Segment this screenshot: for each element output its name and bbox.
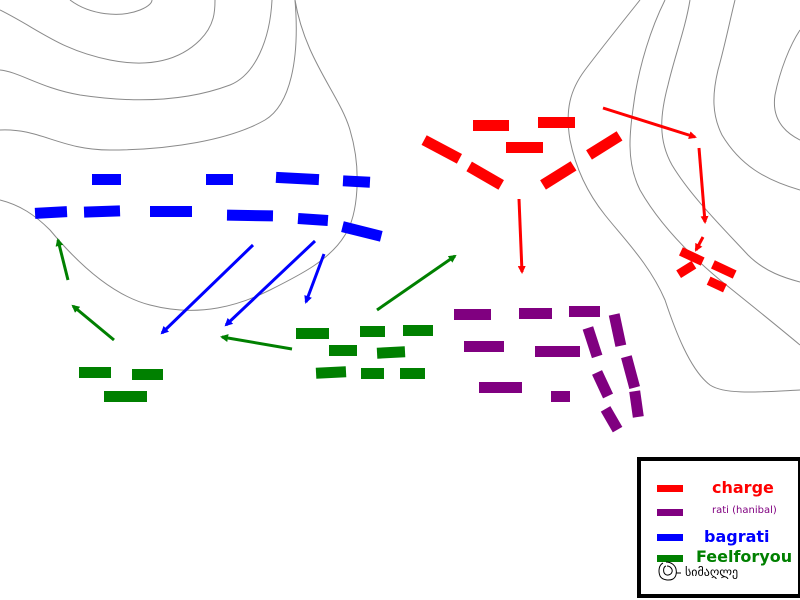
rati-unit bbox=[551, 391, 570, 402]
rati-unit bbox=[464, 341, 504, 352]
charge-unit bbox=[706, 276, 727, 293]
legend-swatch-charge bbox=[657, 485, 683, 492]
feelforyou-unit bbox=[329, 345, 357, 356]
charge-unit bbox=[711, 260, 737, 279]
rati-unit bbox=[621, 355, 640, 390]
rati-unit bbox=[519, 308, 552, 319]
charge-unit bbox=[421, 135, 463, 164]
charge-arrow bbox=[697, 147, 709, 224]
charge-unit bbox=[506, 142, 543, 153]
contour-line-icon bbox=[658, 561, 681, 581]
bagrati-unit bbox=[34, 206, 68, 219]
charge-arrow bbox=[694, 236, 705, 252]
contour-line bbox=[69, 0, 153, 15]
legend-row-charge: charge bbox=[641, 475, 798, 499]
charge-unit bbox=[473, 120, 509, 131]
feelforyou-arrows bbox=[55, 238, 457, 351]
feelforyou-unit bbox=[296, 328, 329, 339]
contour-line bbox=[0, 0, 273, 101]
bagrati-unit bbox=[342, 175, 371, 188]
charge-arrow bbox=[517, 198, 526, 274]
feelforyou-unit bbox=[79, 367, 111, 378]
rati-unit bbox=[479, 382, 522, 393]
charge-unit bbox=[676, 260, 697, 279]
contour-line bbox=[0, 0, 358, 311]
bagrati-unit bbox=[83, 205, 121, 218]
contour-line bbox=[629, 0, 800, 346]
feelforyou-arrow bbox=[71, 304, 115, 342]
charge-unit bbox=[679, 247, 705, 266]
rati-unit bbox=[582, 326, 603, 359]
legend-label-contour: სიმაღლე bbox=[685, 565, 739, 579]
rati-units bbox=[454, 306, 644, 433]
feelforyou-arrow bbox=[220, 334, 293, 351]
legend-swatch-feelforyou bbox=[657, 555, 683, 562]
contour-line bbox=[773, 29, 800, 141]
charge-arrow bbox=[602, 106, 697, 140]
bagrati-unit bbox=[150, 206, 192, 217]
bagrati-unit bbox=[275, 171, 320, 186]
feelforyou-units bbox=[79, 325, 433, 402]
contour-line bbox=[713, 0, 800, 191]
feelforyou-arrow bbox=[376, 254, 457, 312]
rati-unit bbox=[569, 306, 600, 317]
feelforyou-unit bbox=[104, 391, 147, 402]
charge-unit bbox=[540, 161, 577, 190]
rati-unit bbox=[629, 390, 644, 418]
legend-swatch-bagrati bbox=[657, 534, 683, 541]
bagrati-arrow bbox=[224, 239, 317, 327]
feelforyou-unit bbox=[376, 346, 406, 359]
contour-line bbox=[0, 0, 297, 151]
charge-unit bbox=[586, 131, 623, 160]
charge-units bbox=[421, 117, 737, 293]
feelforyou-unit bbox=[403, 325, 433, 336]
legend: charge rati (hanibal) bagrati Feelforyou… bbox=[637, 457, 800, 598]
rati-unit bbox=[535, 346, 580, 357]
charge-unit bbox=[538, 117, 575, 128]
contour-line bbox=[567, 0, 800, 393]
bagrati-unit bbox=[297, 212, 329, 227]
rati-unit bbox=[600, 406, 623, 433]
charge-unit bbox=[466, 161, 504, 190]
feelforyou-arrow bbox=[55, 238, 70, 281]
legend-label-charge: charge bbox=[712, 478, 774, 497]
charge-arrows bbox=[517, 106, 709, 274]
legend-swatch-rati bbox=[657, 509, 683, 516]
bagrati-unit bbox=[341, 221, 383, 242]
bagrati-unit bbox=[92, 174, 121, 185]
bagrati-units bbox=[34, 171, 383, 242]
feelforyou-unit bbox=[315, 366, 347, 379]
bagrati-unit bbox=[206, 174, 233, 185]
feelforyou-unit bbox=[361, 368, 384, 379]
rati-unit bbox=[592, 370, 614, 399]
legend-label-feelforyou: Feelforyou bbox=[696, 547, 793, 566]
legend-label-bagrati: bagrati bbox=[704, 527, 770, 546]
feelforyou-unit bbox=[400, 368, 425, 379]
legend-row-rati: rati (hanibal) bbox=[641, 499, 798, 523]
bagrati-arrow bbox=[304, 253, 326, 304]
bagrati-arrows bbox=[160, 239, 326, 335]
legend-row-bagrati: bagrati bbox=[641, 523, 798, 547]
feelforyou-unit bbox=[360, 326, 385, 337]
terrain-contours bbox=[0, 0, 800, 393]
legend-row-feelforyou: Feelforyou bbox=[641, 545, 798, 569]
contour-line bbox=[0, 0, 216, 64]
feelforyou-unit bbox=[132, 369, 163, 380]
rati-unit bbox=[454, 309, 491, 320]
bagrati-arrow bbox=[160, 243, 255, 335]
legend-label-rati: rati (hanibal) bbox=[712, 505, 777, 516]
rati-unit bbox=[608, 313, 627, 347]
contour-line bbox=[661, 0, 800, 283]
bagrati-unit bbox=[226, 209, 274, 222]
